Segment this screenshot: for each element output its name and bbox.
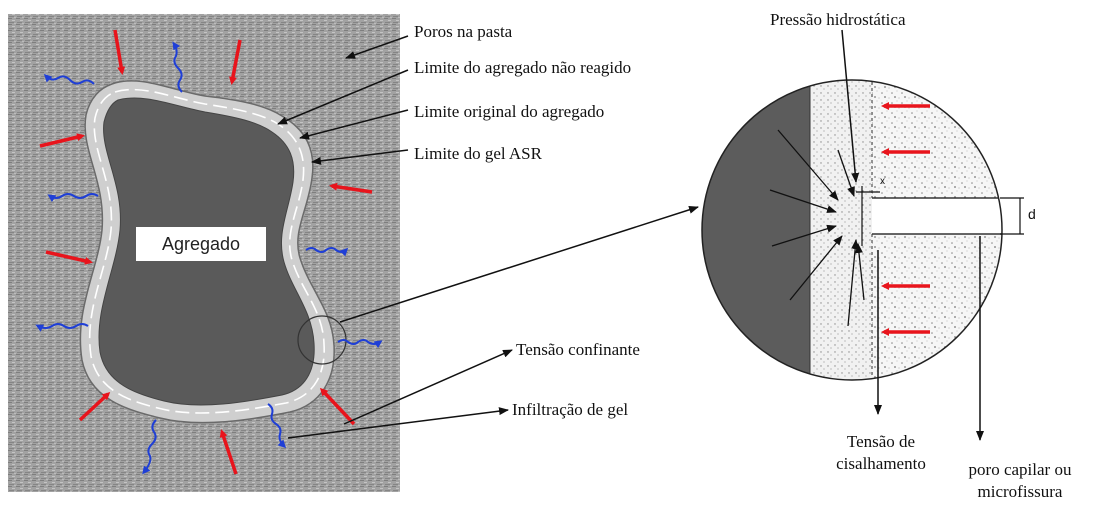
- label-capillary-line1: poro capilar ou: [968, 460, 1072, 479]
- label-gel-infiltration: Infiltração de gel: [512, 400, 629, 419]
- leader-confining: [343, 349, 513, 425]
- leader-zoom: [339, 205, 699, 323]
- detail-gel-layer: [810, 80, 872, 380]
- zoom-circle-outline: [701, 79, 1003, 381]
- expansion-arrow: [78, 391, 111, 422]
- infiltration-arrow: [47, 193, 99, 203]
- detail-pore: [872, 198, 1002, 234]
- detail-compression-arrows: [881, 102, 930, 336]
- expansion-arrow: [319, 387, 356, 426]
- expansion-arrow: [45, 250, 93, 265]
- infiltration-arrow: [172, 41, 183, 93]
- infiltration-arrow: [35, 323, 89, 332]
- label-aggregate: Agregado: [136, 227, 266, 261]
- expansion-arrow: [219, 429, 238, 475]
- leader-hydrostatic: [841, 29, 860, 183]
- leader-unreacted: [277, 69, 409, 125]
- infiltration-arrow: [43, 73, 95, 85]
- label-original-boundary: Limite original do agregado: [414, 102, 605, 121]
- leader-infiltration: [287, 407, 509, 439]
- label-gel-boundary: Limite do gel ASR: [414, 144, 542, 163]
- label-hydrostatic-pressure: Pressão hidrostática: [770, 10, 906, 29]
- hydrostatic-arrows: [769, 129, 865, 327]
- expansion-arrow: [113, 29, 126, 75]
- label-capillary-line2: microfissura: [977, 482, 1063, 501]
- label-pores: Poros na pasta: [414, 22, 513, 41]
- expansion-arrow: [39, 133, 85, 148]
- label-confining-stress: Tensão confinante: [516, 340, 640, 359]
- leader-arrows: [277, 35, 699, 439]
- leader-original: [299, 109, 409, 140]
- label-dim-d: d: [1028, 206, 1036, 222]
- expansion-arrow: [329, 182, 373, 194]
- infiltration-arrow: [267, 403, 287, 449]
- expansion-arrows: [39, 29, 373, 475]
- infiltration-arrow: [337, 339, 383, 349]
- leader-pores: [345, 35, 409, 59]
- right-leaders: [841, 29, 984, 441]
- zoom-detail: [702, 80, 1002, 380]
- dimension-marks: [856, 186, 1024, 246]
- expansion-arrow: [229, 39, 242, 85]
- gel-infiltration-arrows: [35, 41, 383, 475]
- infiltration-arrow: [142, 419, 157, 475]
- label-unreacted-boundary: Limite do agregado não reagido: [414, 58, 632, 77]
- leader-gel: [311, 149, 409, 165]
- label-shear-stress-line2: cisalhamento: [836, 454, 926, 473]
- label-dim-x: x: [880, 176, 885, 187]
- label-shear-stress-line1: Tensão de: [846, 432, 916, 451]
- infiltration-arrow: [305, 247, 349, 257]
